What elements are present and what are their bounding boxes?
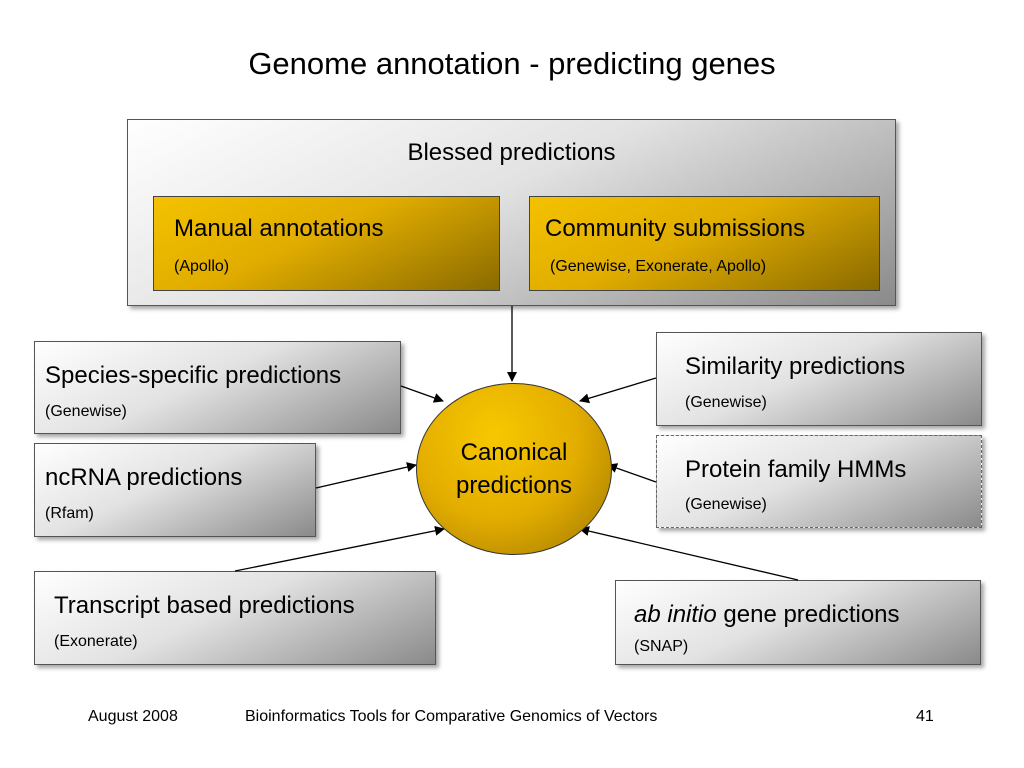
- protein-family-box: Protein family HMMs (Genewise): [656, 435, 982, 528]
- species-specific-title: Species-specific predictions: [45, 362, 342, 389]
- blessed-predictions-label: Blessed predictions: [407, 139, 616, 166]
- ab-initio-italic: ab initio: [634, 601, 717, 628]
- ncrna-box: ncRNA predictions (Rfam): [34, 443, 316, 537]
- ab-initio-title: ab initio gene predictions: [634, 601, 900, 629]
- arrow-protein: [607, 463, 657, 483]
- ncrna-title: ncRNA predictions: [45, 464, 243, 491]
- arrow-species: [400, 385, 444, 403]
- similarity-title: Similarity predictions: [685, 353, 906, 380]
- arrow-similarity: [579, 377, 657, 404]
- arrow-ab-initio: [579, 526, 799, 581]
- similarity-source: (Genewise): [685, 394, 767, 411]
- arrow-transcript: [234, 525, 445, 572]
- protein-family-source: (Genewise): [685, 496, 767, 513]
- blessed-predictions-box: Blessed predictions Manual annotations (…: [127, 119, 896, 306]
- manual-annotations-title: Manual annotations: [174, 215, 384, 242]
- community-submissions-source: (Genewise, Exonerate, Apollo): [550, 258, 767, 275]
- arrow-ncrna: [315, 462, 417, 489]
- footer-page-number: 41: [916, 708, 934, 725]
- ab-initio-rest: gene predictions: [716, 601, 900, 628]
- manual-annotations-source: (Apollo): [174, 258, 230, 275]
- species-specific-box: Species-specific predictions (Genewise): [34, 341, 401, 434]
- community-submissions-title: Community submissions: [545, 215, 806, 242]
- transcript-title: Transcript based predictions: [54, 592, 355, 619]
- ab-initio-source: (SNAP): [634, 638, 689, 655]
- ncrna-source: (Rfam): [45, 505, 94, 522]
- protein-family-title: Protein family HMMs: [685, 456, 907, 483]
- canonical-line2: predictions: [455, 472, 573, 499]
- transcript-box: Transcript based predictions (Exonerate): [34, 571, 436, 665]
- manual-annotations-box: Manual annotations (Apollo): [153, 196, 500, 291]
- community-submissions-box: Community submissions (Genewise, Exonera…: [529, 196, 880, 291]
- canonical-predictions-circle: Canonical predictions: [416, 383, 612, 555]
- footer-course: Bioinformatics Tools for Comparative Gen…: [245, 708, 658, 725]
- canonical-line1: Canonical: [460, 439, 568, 466]
- slide-title: Genome annotation - predicting genes: [248, 46, 776, 81]
- ab-initio-box: ab initio gene predictions (SNAP): [615, 580, 981, 665]
- similarity-box: Similarity predictions (Genewise): [656, 332, 982, 426]
- footer-date: August 2008: [88, 708, 178, 725]
- transcript-source: (Exonerate): [54, 633, 138, 650]
- species-specific-source: (Genewise): [45, 403, 127, 420]
